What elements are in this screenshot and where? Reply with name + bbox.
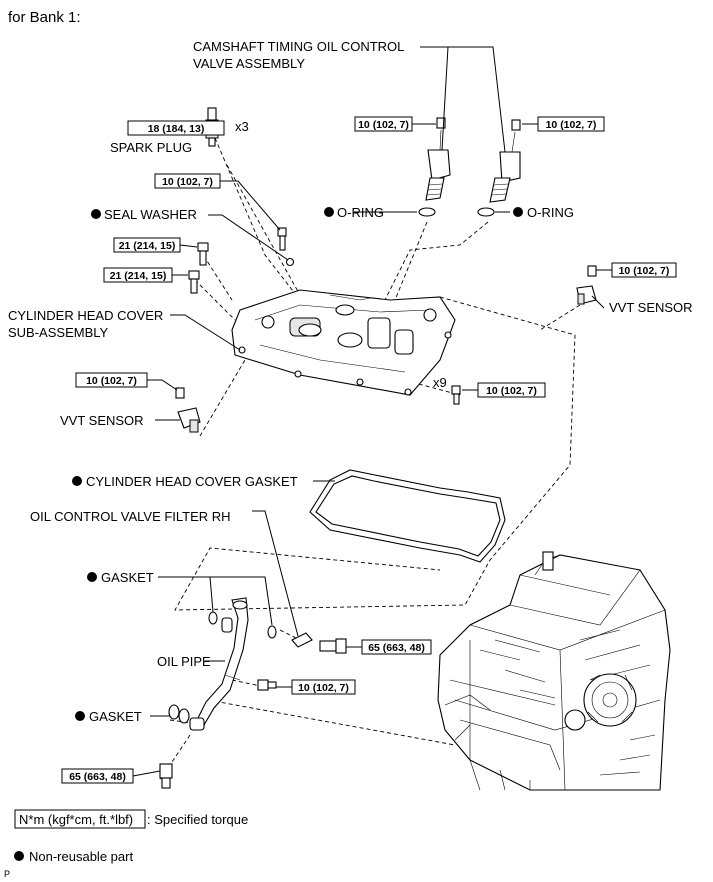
- torque-boxes: 18 (184, 13) 10 (102, 7) 10 (102, 7) 10 …: [61, 116, 677, 784]
- gasket-lower-right-part: [178, 708, 190, 724]
- legend-non-reusable: Non-reusable part: [29, 849, 133, 864]
- torque-cover-bolt-top: 10 (102, 7): [162, 176, 213, 188]
- torque-union-bolt-lower: 65 (663, 48): [69, 771, 126, 783]
- oil-pipe-part: [189, 597, 249, 731]
- union-bolt-upper-part: [319, 638, 347, 654]
- label-cover-gasket: CYLINDER HEAD COVER GASKET: [86, 474, 298, 489]
- label-seal-washer: SEAL WASHER: [104, 207, 197, 222]
- non-reusable-icon: [75, 711, 85, 721]
- camshaft-valve-left-part: [425, 117, 451, 201]
- legend: N*m (kgf*cm, ft.*lbf) : Specified torque…: [14, 809, 248, 864]
- pipe-bolt-part: [257, 679, 277, 691]
- label-oil-pipe: OIL PIPE: [157, 654, 211, 669]
- part-labels: CAMSHAFT TIMING OIL CONTROL VALVE ASSEMB…: [8, 39, 693, 724]
- torque-stud-1: 21 (214, 15): [119, 240, 176, 252]
- gasket-lower-left-part: [168, 704, 180, 720]
- legend-torque-desc: : Specified torque: [147, 812, 248, 827]
- leader-lines: [132, 46, 612, 777]
- oil-control-valve-filter-part: [291, 632, 313, 648]
- label-o-ring-right: O-RING: [527, 205, 574, 220]
- label-camshaft-line2: VALVE ASSEMBLY: [193, 56, 305, 71]
- label-camshaft-line1: CAMSHAFT TIMING OIL CONTROL: [193, 39, 404, 54]
- torque-pipe-bolt: 10 (102, 7): [298, 682, 349, 694]
- non-reusable-icon: [324, 207, 334, 217]
- torque-cam-right: 10 (102, 7): [546, 119, 597, 131]
- torque-spark-plug: 18 (184, 13): [148, 123, 205, 135]
- non-reusable-icon: [14, 851, 24, 861]
- non-reusable-icon: [72, 476, 82, 486]
- non-reusable-icon: [91, 209, 101, 219]
- label-gasket-upper: GASKET: [101, 570, 154, 585]
- gasket-upper-right-part: [267, 625, 277, 639]
- footer-code: P: [4, 869, 10, 879]
- legend-torque-box: [14, 809, 146, 829]
- label-spark-plug: SPARK PLUG: [110, 140, 192, 155]
- page-title: for Bank 1:: [8, 9, 81, 26]
- label-cylinder-head-cover-line2: SUB-ASSEMBLY: [8, 325, 109, 340]
- label-x3: x3: [235, 119, 249, 134]
- engine-block-illustration: [437, 551, 671, 791]
- union-bolt-lower-part: [159, 763, 173, 789]
- torque-union-bolt-upper: 65 (663, 48): [368, 642, 425, 654]
- label-vvt-sensor-right: VVT SENSOR: [609, 300, 693, 315]
- vvt-sensor-left-part: [175, 387, 201, 433]
- cylinder-head-cover-part: [231, 289, 456, 396]
- vvt-sensor-right-part: [576, 265, 597, 305]
- torque-stud-2: 21 (214, 15): [110, 270, 167, 282]
- non-reusable-markers: [72, 207, 523, 721]
- o-ring-right-part: [477, 207, 495, 217]
- label-gasket-lower: GASKET: [89, 709, 142, 724]
- o-ring-left-part: [418, 207, 436, 217]
- cover-bolt-x9-part: [451, 385, 461, 405]
- stud-parts: [188, 242, 209, 294]
- torque-cam-left: 10 (102, 7): [358, 119, 409, 131]
- torque-cover-x9: 10 (102, 7): [486, 385, 537, 397]
- label-o-ring-left: O-RING: [337, 205, 384, 220]
- cover-gasket-part: [309, 469, 506, 563]
- torque-vvt-left: 10 (102, 7): [86, 375, 137, 387]
- non-reusable-icon: [513, 207, 523, 217]
- label-cylinder-head-cover-line1: CYLINDER HEAD COVER: [8, 308, 163, 323]
- label-oil-control-valve-filter: OIL CONTROL VALVE FILTER RH: [30, 509, 231, 524]
- gasket-upper-left-part: [208, 611, 218, 625]
- label-x9: x9: [433, 375, 447, 390]
- label-vvt-sensor-left: VVT SENSOR: [60, 413, 144, 428]
- non-reusable-icon: [87, 572, 97, 582]
- torque-vvt-right: 10 (102, 7): [619, 265, 670, 277]
- camshaft-valve-right-part: [489, 119, 521, 203]
- cover-bolt-part: [277, 227, 295, 267]
- legend-torque-unit: N*m (kgf*cm, ft.*lbf): [19, 812, 133, 827]
